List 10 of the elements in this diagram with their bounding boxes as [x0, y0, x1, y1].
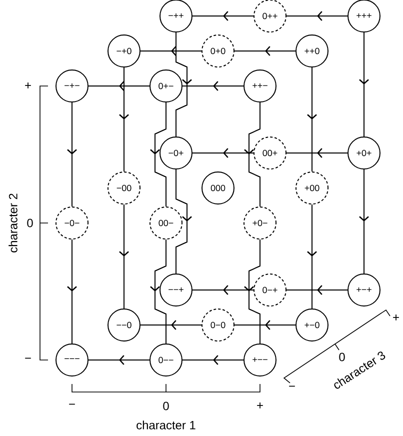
- axis-title: character 1: [136, 420, 196, 430]
- tick-label: −: [25, 358, 31, 359]
- tick-label: −: [289, 386, 295, 387]
- tick-label: +: [257, 402, 263, 408]
- tick-label: 0: [27, 218, 33, 228]
- tick-label: +: [393, 314, 399, 320]
- tick-label: +: [25, 82, 31, 88]
- axis-title: character 2: [8, 194, 18, 252]
- tick-label: 0: [163, 402, 169, 410]
- tick-label: −: [69, 404, 75, 405]
